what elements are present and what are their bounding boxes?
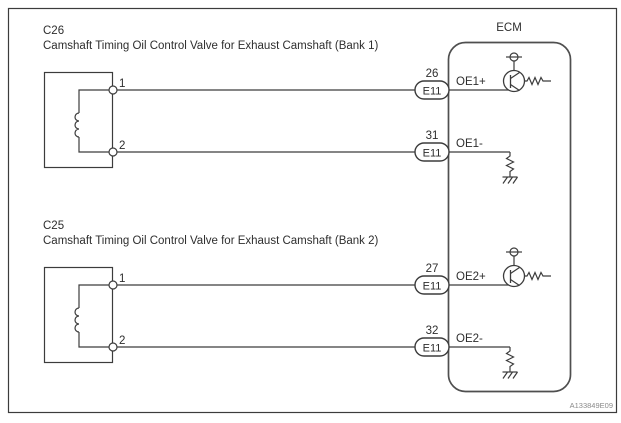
- bank1-group: C26 Camshaft Timing Oil Control Valve fo…: [43, 25, 551, 184]
- resistor-icon: [505, 152, 515, 177]
- connector-name-label: Camshaft Timing Oil Control Valve for Ex…: [43, 235, 379, 247]
- pin-plus-number: 27: [426, 263, 439, 275]
- terminal-1-label: 1: [119, 273, 125, 285]
- pin-plus-oval: [414, 275, 450, 295]
- transistor-icon: [502, 69, 526, 93]
- pin-minus-number: 32: [426, 325, 439, 337]
- ground-slash: [512, 371, 518, 379]
- driver-transistor-group: [502, 247, 551, 288]
- pin-plus-signal: OE2+: [456, 271, 486, 283]
- pin-plus-signal: OE1+: [456, 76, 486, 88]
- ground-slash: [512, 176, 518, 184]
- resistor-icon: [524, 270, 551, 282]
- connector-code-label: C26: [43, 25, 64, 37]
- pin-plus-connector: E11: [423, 86, 442, 98]
- ground-slash: [507, 371, 513, 379]
- valve-component-box: [43, 266, 114, 364]
- connector-name-label: Camshaft Timing Oil Control Valve for Ex…: [43, 40, 379, 52]
- figure-id-label: A133849E09: [570, 401, 613, 410]
- ground-icon: [502, 371, 518, 379]
- terminal-1-label: 1: [119, 78, 125, 90]
- transistor-emitter: [510, 279, 520, 286]
- transistor-collector: [510, 72, 520, 79]
- ground-slash: [507, 176, 513, 184]
- pin-plus-oval: [414, 80, 450, 100]
- coil-icon: [74, 307, 80, 333]
- pin-minus-connector: E11: [423, 148, 442, 160]
- ecm-box: [447, 41, 572, 393]
- pin-minus-oval: [414, 142, 450, 162]
- terminal-1-icon: [108, 85, 118, 95]
- ground-slash: [502, 371, 508, 379]
- ground-resistor-group: [502, 152, 518, 184]
- diagram-border: [7, 7, 618, 414]
- ground-icon: [502, 176, 518, 184]
- terminal-2-icon: [108, 342, 118, 352]
- ground-resistor-group: [502, 347, 518, 379]
- driver-transistor-group: [502, 52, 551, 93]
- transistor-icon: [502, 264, 526, 288]
- terminal-1-icon: [108, 280, 118, 290]
- bank2-group: C25 Camshaft Timing Oil Control Valve fo…: [43, 220, 551, 379]
- coil-wiring: [78, 89, 113, 153]
- resistor-icon: [524, 75, 551, 87]
- ecm-title: ECM: [496, 22, 522, 34]
- coil-wiring: [78, 284, 113, 348]
- pin-minus-signal: OE1-: [456, 138, 483, 150]
- pin-minus-oval: [414, 337, 450, 357]
- terminal-2-label: 2: [119, 335, 125, 347]
- terminal-2-icon: [108, 147, 118, 157]
- coil-icon: [74, 112, 80, 138]
- terminal-2-label: 2: [119, 140, 125, 152]
- pin-minus-connector: E11: [423, 343, 442, 355]
- pin-plus-connector: E11: [423, 281, 442, 293]
- transistor-emitter: [510, 84, 520, 91]
- resistor-icon: [505, 347, 515, 372]
- ground-slash: [502, 176, 508, 184]
- pin-minus-signal: OE2-: [456, 333, 483, 345]
- transistor-collector: [510, 267, 520, 274]
- valve-component-box: [43, 71, 114, 169]
- pin-minus-number: 31: [426, 130, 439, 142]
- pin-plus-number: 26: [426, 68, 439, 80]
- connector-code-label: C25: [43, 220, 64, 232]
